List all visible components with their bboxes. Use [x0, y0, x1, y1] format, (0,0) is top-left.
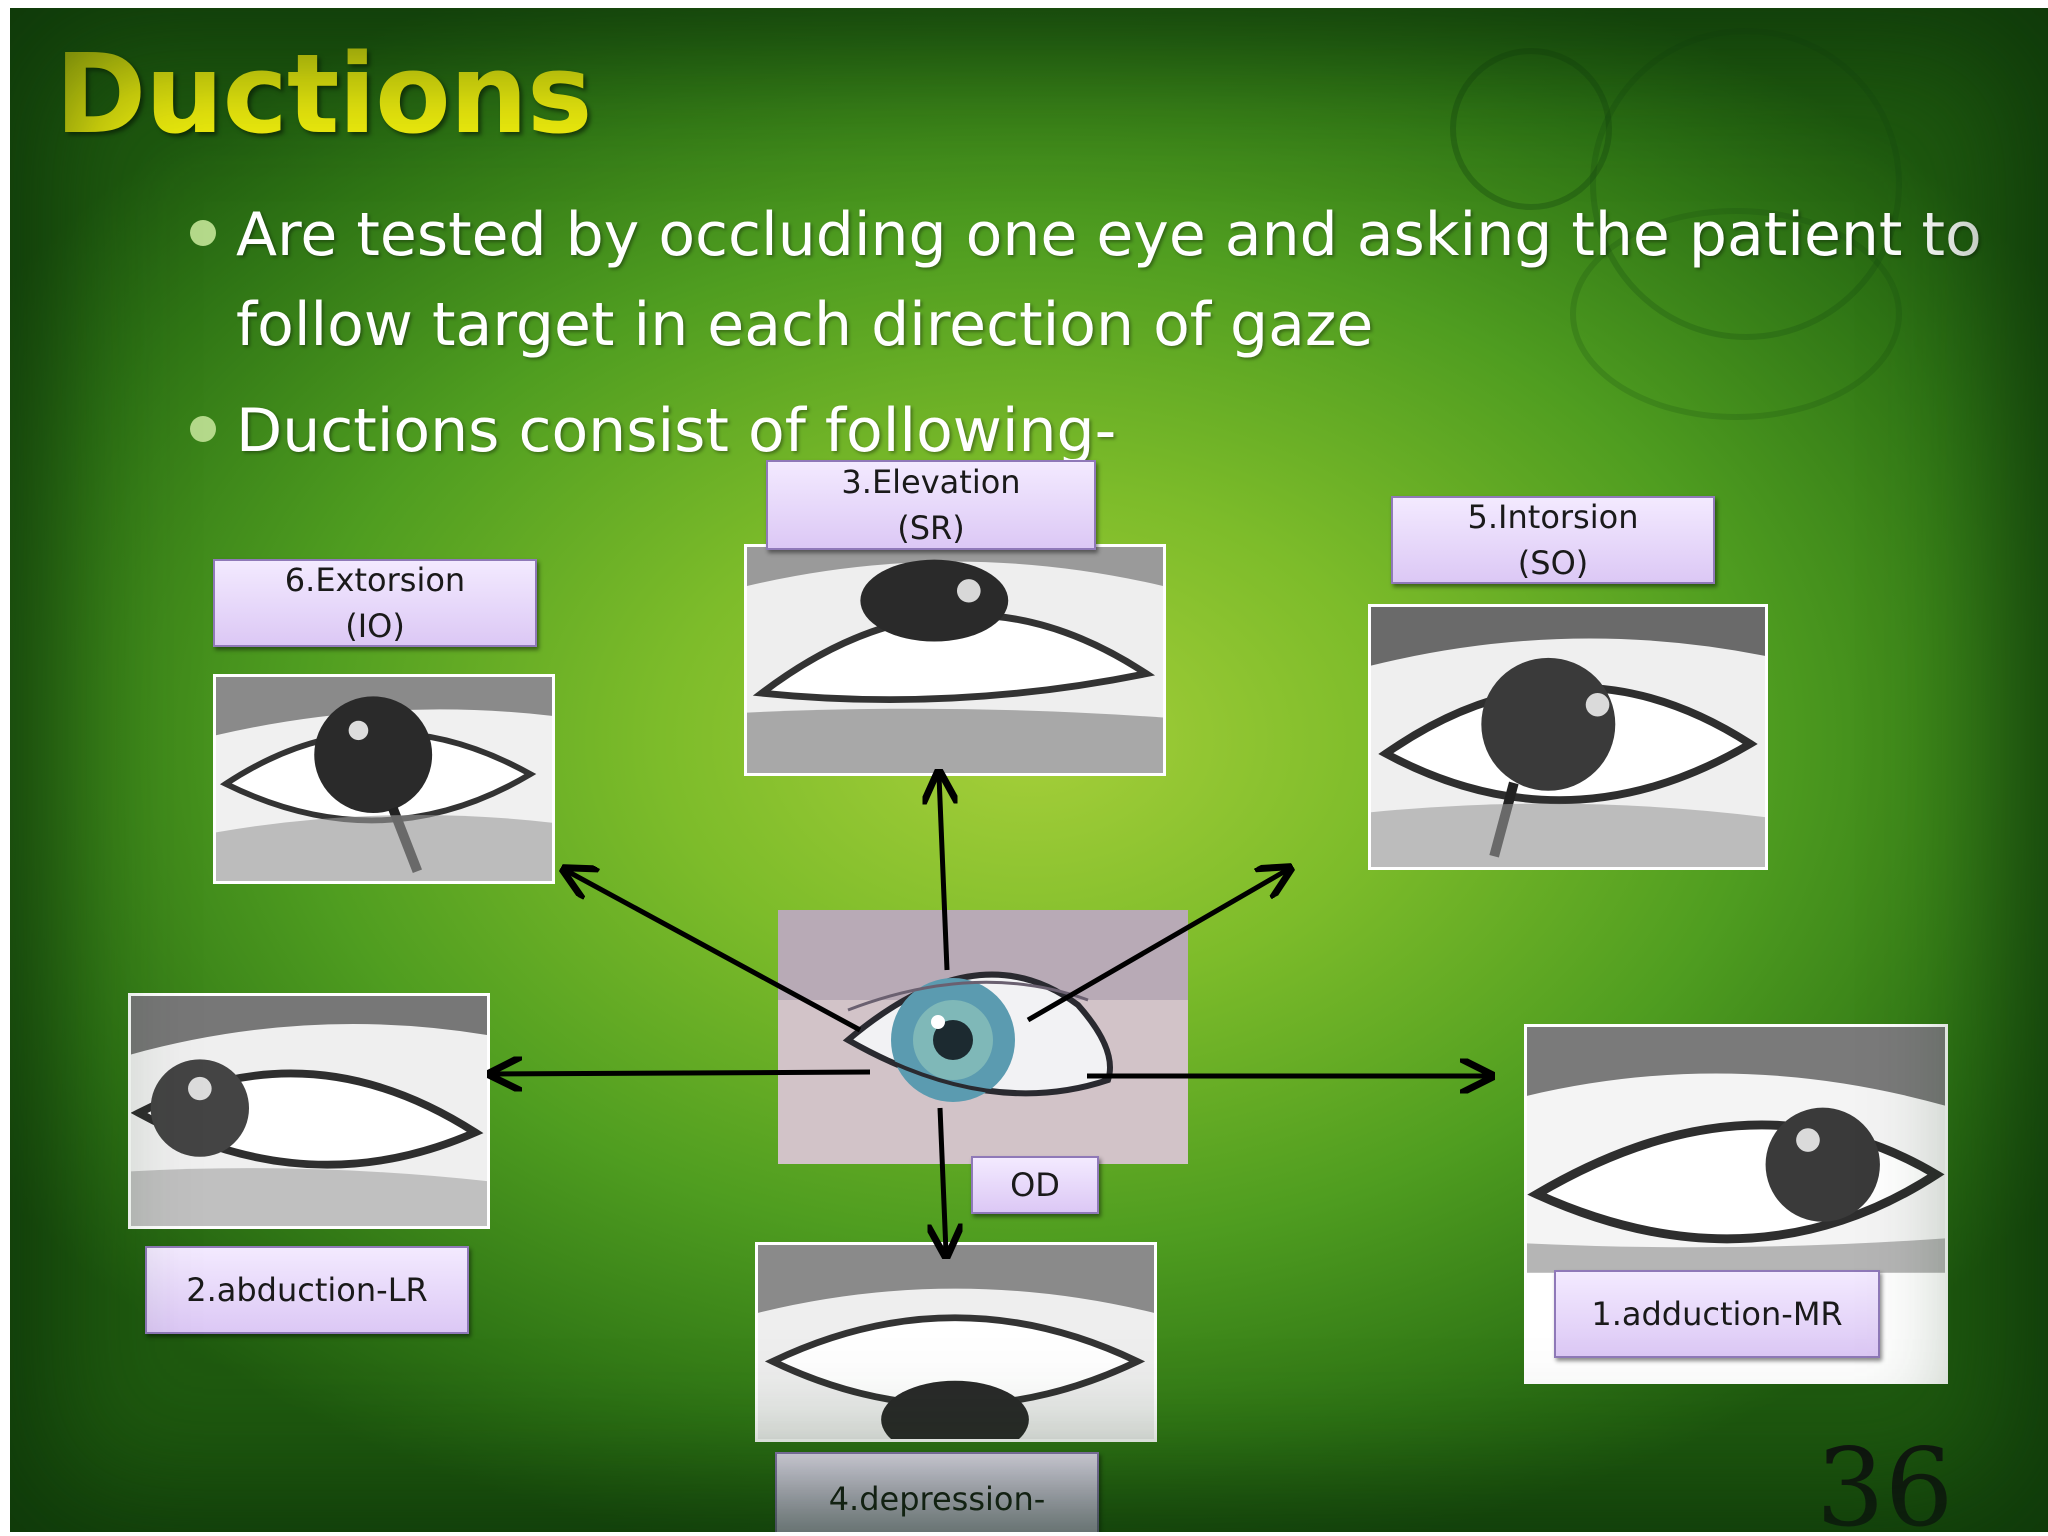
label-elevation: 3.Elevation (SR)	[766, 460, 1096, 550]
slide-title: Ductions	[55, 30, 592, 158]
eye-photo-depression	[755, 1242, 1157, 1442]
center-eye-photo	[778, 910, 1188, 1164]
page-number: 36	[1816, 1426, 1954, 1533]
label-center-od-text: OD	[1010, 1166, 1060, 1204]
label-abduction: 2.abduction-LR	[145, 1246, 469, 1334]
eye-photo-abduction	[128, 993, 490, 1229]
bullet-text-1: Are tested by occluding one eye and aski…	[236, 200, 1982, 360]
bullet-text-2: Ductions consist of following-	[236, 396, 1117, 466]
label-extorsion-line1: 6.Extorsion	[284, 561, 466, 599]
label-adduction: 1.adduction-MR	[1554, 1270, 1880, 1358]
eye-photo-intorsion	[1368, 604, 1768, 870]
label-extorsion: 6.Extorsion (IO)	[213, 559, 537, 647]
label-intorsion-line2: (SO)	[1517, 544, 1589, 582]
label-intorsion-line1: 5.Intorsion	[1467, 498, 1639, 536]
label-extorsion-line2: (IO)	[345, 607, 405, 645]
label-abduction-text: 2.abduction-LR	[186, 1271, 428, 1309]
eye-photo-elevation	[744, 544, 1166, 776]
bullet-icon	[190, 416, 216, 442]
watermark-circle	[1450, 48, 1612, 210]
bullet-icon	[190, 220, 216, 246]
eye-photo-extorsion	[213, 674, 555, 884]
label-elevation-line2: (SR)	[897, 509, 965, 547]
label-adduction-text: 1.adduction-MR	[1591, 1295, 1843, 1333]
watermark-circle	[1570, 208, 1902, 420]
label-intorsion: 5.Intorsion (SO)	[1391, 496, 1715, 584]
label-center-od: OD	[971, 1156, 1099, 1214]
slide: Ductions Are tested by occluding one eye…	[10, 8, 2048, 1532]
label-elevation-line1: 3.Elevation	[841, 463, 1021, 501]
label-depression: 4.depression-	[775, 1452, 1099, 1532]
label-depression-text: 4.depression-	[828, 1480, 1046, 1518]
